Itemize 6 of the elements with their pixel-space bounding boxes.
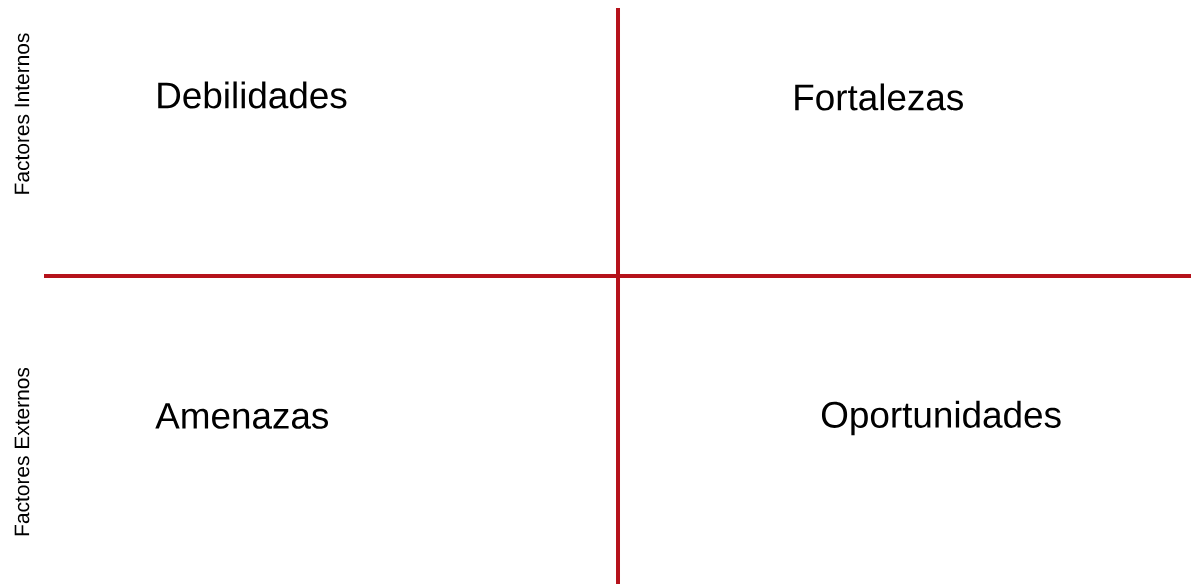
axis-label: Factores Internos (14, 33, 30, 194)
axis-label: Factores Externos (14, 367, 30, 536)
quadrant-label: Debilidades (158, 81, 347, 109)
quadrant-label: Amenazas (155, 403, 328, 429)
quadrant-label: Fortalezas (795, 83, 963, 111)
quadrant-label: Oportunidades (821, 400, 1061, 436)
